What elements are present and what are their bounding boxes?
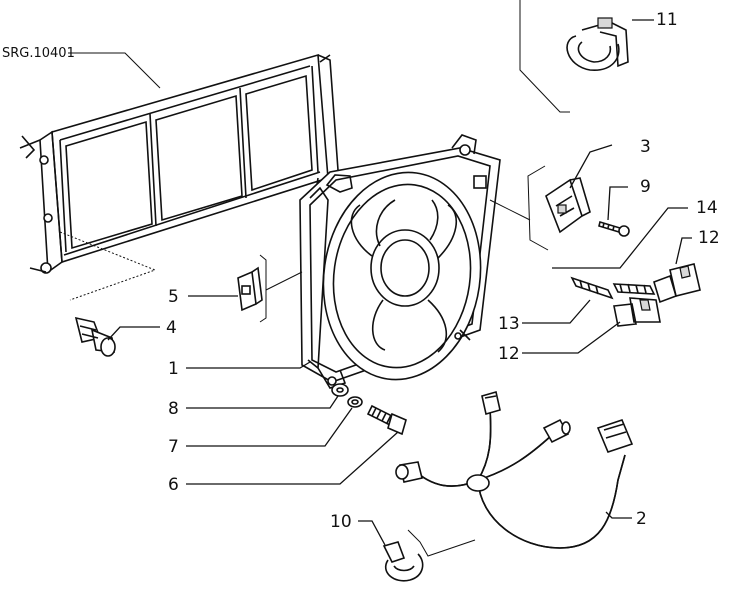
harness-clip-guide [407,529,476,557]
terminal-upper [653,263,701,304]
callout-10: 10 [330,512,352,532]
callout-8: 8 [168,399,179,419]
bracket [237,266,263,312]
callout-4: 4 [166,318,177,338]
leader-6 [186,431,399,485]
leader-1 [186,361,311,369]
small-screw [598,220,630,237]
callout-7: 7 [168,437,179,457]
leader-3 [569,144,613,189]
harness-clip [382,541,424,582]
temperature-switch [74,316,116,357]
leader-13 [522,299,591,324]
leader-4 [107,326,160,341]
resistor-bracket-mark [527,165,549,251]
callout-1: 1 [168,359,179,379]
leader-10 [358,520,386,546]
screw [366,404,407,436]
hose-clip-inset-frame [519,0,570,113]
spacer [331,383,349,397]
callout-12-upper: 12 [698,228,720,248]
leader-7 [186,407,353,447]
bracket-bracket-mark [259,254,267,323]
callout-6: 6 [168,475,179,495]
wiring-harness [395,390,634,549]
callout-2: 2 [636,509,647,529]
resistor [545,177,591,234]
leader-14 [552,207,688,269]
radiator [19,53,339,274]
connector-14 [612,283,656,295]
callout-12-lower: 12 [498,344,520,364]
fan-shroud-assembly [299,134,501,389]
callout-5: 5 [168,287,179,307]
callout-14: 14 [696,198,718,218]
leader-12-lower [522,321,621,354]
resistor-guide [489,199,531,221]
callout-13: 13 [498,314,520,334]
leader-12-upper [675,237,692,265]
washer [347,396,363,408]
leader-9 [607,186,628,221]
callout-11: 11 [656,10,678,30]
leader-8 [186,395,339,409]
hose-clip [566,17,629,71]
callout-3: 3 [640,137,651,157]
terminal-lower [613,297,661,327]
bracket-guide [265,271,303,291]
reference-code: SRG.10401 [2,46,75,61]
connector-13 [570,276,614,300]
reference-leader [68,52,161,89]
leader-2 [605,511,632,519]
callout-9: 9 [640,177,651,197]
